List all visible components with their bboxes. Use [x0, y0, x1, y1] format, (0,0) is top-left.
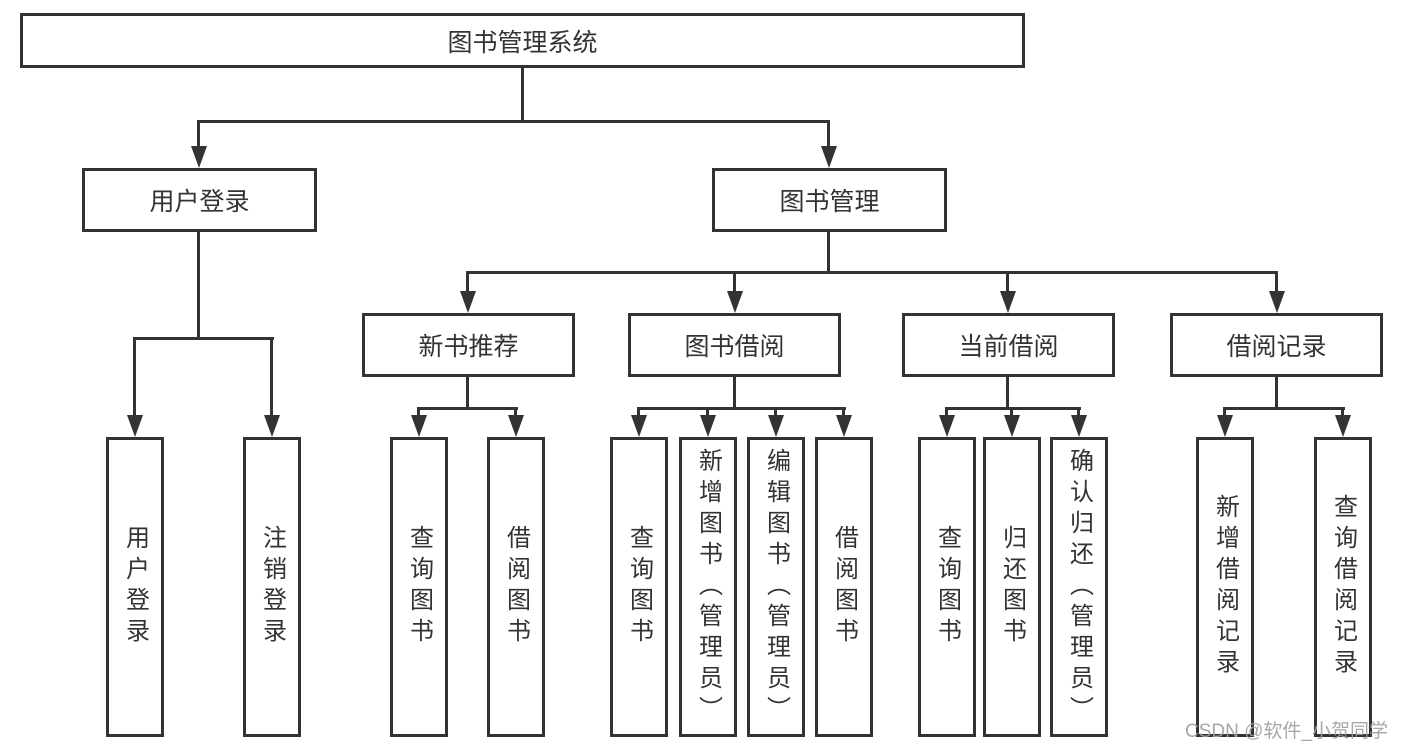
- node-book-management: 图书管理: [712, 168, 947, 232]
- connector-new-book-distributor: [417, 407, 518, 410]
- node-leaf-query-books-current: 查询图书: [918, 437, 976, 737]
- connector-drop: [417, 407, 420, 419]
- connector-user-login-distributor: [133, 337, 274, 340]
- connector-book-borrow-stem: [733, 377, 736, 410]
- node-leaf-return-books: 归还图书: [983, 437, 1041, 737]
- node-leaf-borrow-books: 借阅图书: [815, 437, 873, 737]
- node-borrowing-records: 借阅记录: [1170, 313, 1383, 377]
- node-book-borrowing: 图书借阅: [628, 313, 841, 377]
- arrowhead-icon: [1217, 415, 1233, 437]
- node-leaf-borrow-books-recommend: 借阅图书: [487, 437, 545, 737]
- connector-drop-book-management: [827, 120, 830, 148]
- arrowhead-icon: [460, 291, 476, 313]
- connector-new-book-stem: [466, 377, 469, 410]
- node-leaf-edit-books-admin: 编辑图书（管理员）: [747, 437, 805, 737]
- connector-drop: [1341, 407, 1344, 419]
- arrowhead-icon: [1000, 291, 1016, 313]
- connector-root-stem: [521, 68, 524, 122]
- connector-drop: [945, 407, 948, 419]
- connector-drop: [637, 407, 640, 419]
- arrowhead-icon: [768, 415, 784, 437]
- connector-current-borrow-stem: [1006, 377, 1009, 410]
- connector-drop: [842, 407, 845, 419]
- connector-drop: [514, 407, 517, 419]
- arrowhead-icon: [411, 415, 427, 437]
- arrowhead-icon: [1269, 291, 1285, 313]
- connector-drop-leaf-user-login: [133, 337, 136, 417]
- arrowhead-icon: [264, 415, 280, 437]
- connector-drop-user-login: [197, 120, 200, 148]
- arrowhead-icon: [1335, 415, 1351, 437]
- connector-drop-leaf-logout: [270, 337, 273, 417]
- arrowhead-icon: [631, 415, 647, 437]
- connector-drop: [1077, 407, 1080, 419]
- connector-drop-current-borrow: [1006, 271, 1009, 293]
- node-root: 图书管理系统: [20, 13, 1025, 68]
- arrowhead-icon: [1004, 415, 1020, 437]
- arrowhead-icon: [939, 415, 955, 437]
- arrowhead-icon: [1071, 415, 1087, 437]
- node-leaf-confirm-return-admin: 确认归还（管理员）: [1050, 437, 1108, 737]
- connector-borrow-records-distributor: [1223, 407, 1345, 410]
- node-leaf-query-books-borrow: 查询图书: [610, 437, 668, 737]
- arrowhead-icon: [127, 415, 143, 437]
- node-leaf-query-borrow-record: 查询借阅记录: [1314, 437, 1372, 737]
- connector-drop-borrow-records: [1275, 271, 1278, 293]
- connector-drop: [1010, 407, 1013, 419]
- connector-user-login-stem: [197, 232, 200, 339]
- connector-book-management-distributor: [466, 271, 1278, 274]
- csdn-watermark: CSDN @软件_小贺同学: [1185, 721, 1388, 742]
- node-leaf-add-borrow-record: 新增借阅记录: [1196, 437, 1254, 737]
- arrowhead-icon: [508, 415, 524, 437]
- connector-drop-book-borrow: [733, 271, 736, 293]
- connector-borrow-records-stem: [1275, 377, 1278, 410]
- connector-drop-new-book: [466, 271, 469, 293]
- node-user-login: 用户登录: [82, 168, 317, 232]
- node-leaf-logout: 注销登录: [243, 437, 301, 737]
- arrowhead-icon: [700, 415, 716, 437]
- node-leaf-query-books-recommend: 查询图书: [390, 437, 448, 737]
- arrowhead-icon: [191, 146, 207, 168]
- connector-drop: [1223, 407, 1226, 419]
- connector-book-borrow-distributor: [637, 407, 846, 410]
- arrowhead-icon: [821, 146, 837, 168]
- connector-root-distributor: [197, 120, 830, 123]
- node-new-book-recommend: 新书推荐: [362, 313, 575, 377]
- connector-drop: [706, 407, 709, 419]
- connector-drop: [774, 407, 777, 419]
- node-leaf-add-books-admin: 新增图书（管理员）: [679, 437, 737, 737]
- connector-book-management-stem: [827, 232, 830, 274]
- arrowhead-icon: [727, 291, 743, 313]
- node-current-borrowing: 当前借阅: [902, 313, 1115, 377]
- connector-current-borrow-distributor: [945, 407, 1081, 410]
- node-leaf-user-login: 用户登录: [106, 437, 164, 737]
- arrowhead-icon: [836, 415, 852, 437]
